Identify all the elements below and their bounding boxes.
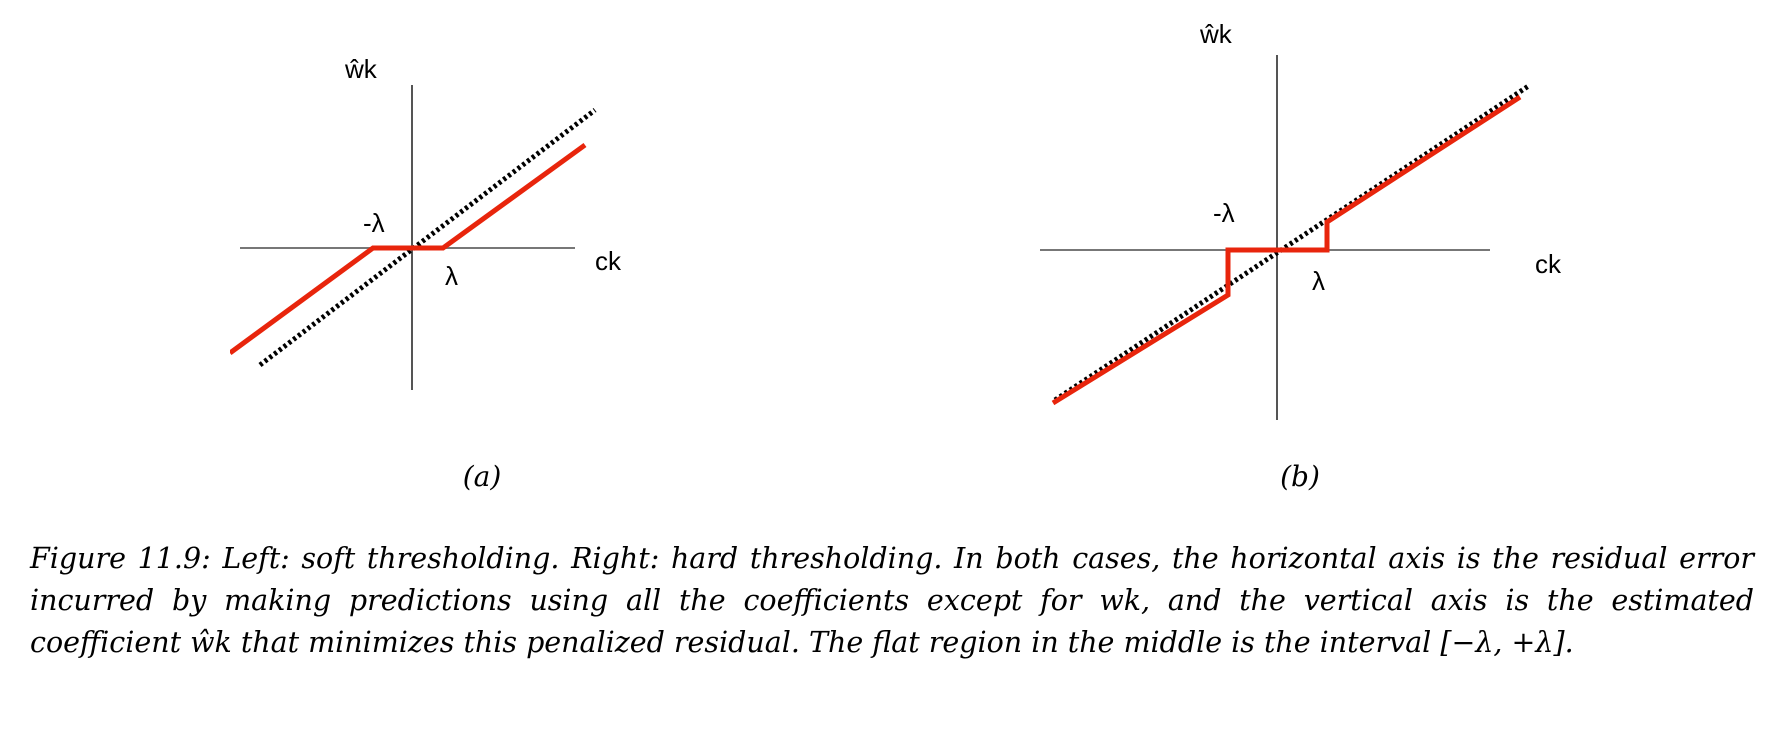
- hard-threshold-curve: [1051, 94, 1522, 406]
- neg-lambda-label: -λ: [363, 208, 385, 238]
- identity-line: [1053, 82, 1532, 403]
- hard-thresholding-plot: ŵk ck -λ λ: [1030, 0, 1590, 430]
- soft-thresholding-svg: ŵk ck -λ λ: [228, 54, 622, 390]
- hard-thresholding-svg: ŵk ck -λ λ: [1040, 19, 1562, 420]
- pos-lambda-label: λ: [1312, 266, 1325, 296]
- y-axis-label: ŵk: [1199, 19, 1233, 49]
- pos-lambda-label: λ: [445, 261, 458, 291]
- figure-caption: Figure 11.9: Left: soft thresholding. Ri…: [30, 542, 1754, 659]
- soft-thresholding-plot: ŵk ck -λ λ: [228, 0, 690, 420]
- soft-threshold-curve: [228, 142, 587, 356]
- panel-a-sublabel: (a): [462, 460, 502, 493]
- y-axis-label: ŵk: [344, 54, 378, 84]
- neg-lambda-label: -λ: [1213, 198, 1235, 228]
- x-axis-label: ck: [595, 246, 622, 276]
- panel-b-sublabel: (b): [1280, 460, 1320, 493]
- identity-line: [258, 108, 597, 367]
- x-axis-label: ck: [1535, 249, 1562, 279]
